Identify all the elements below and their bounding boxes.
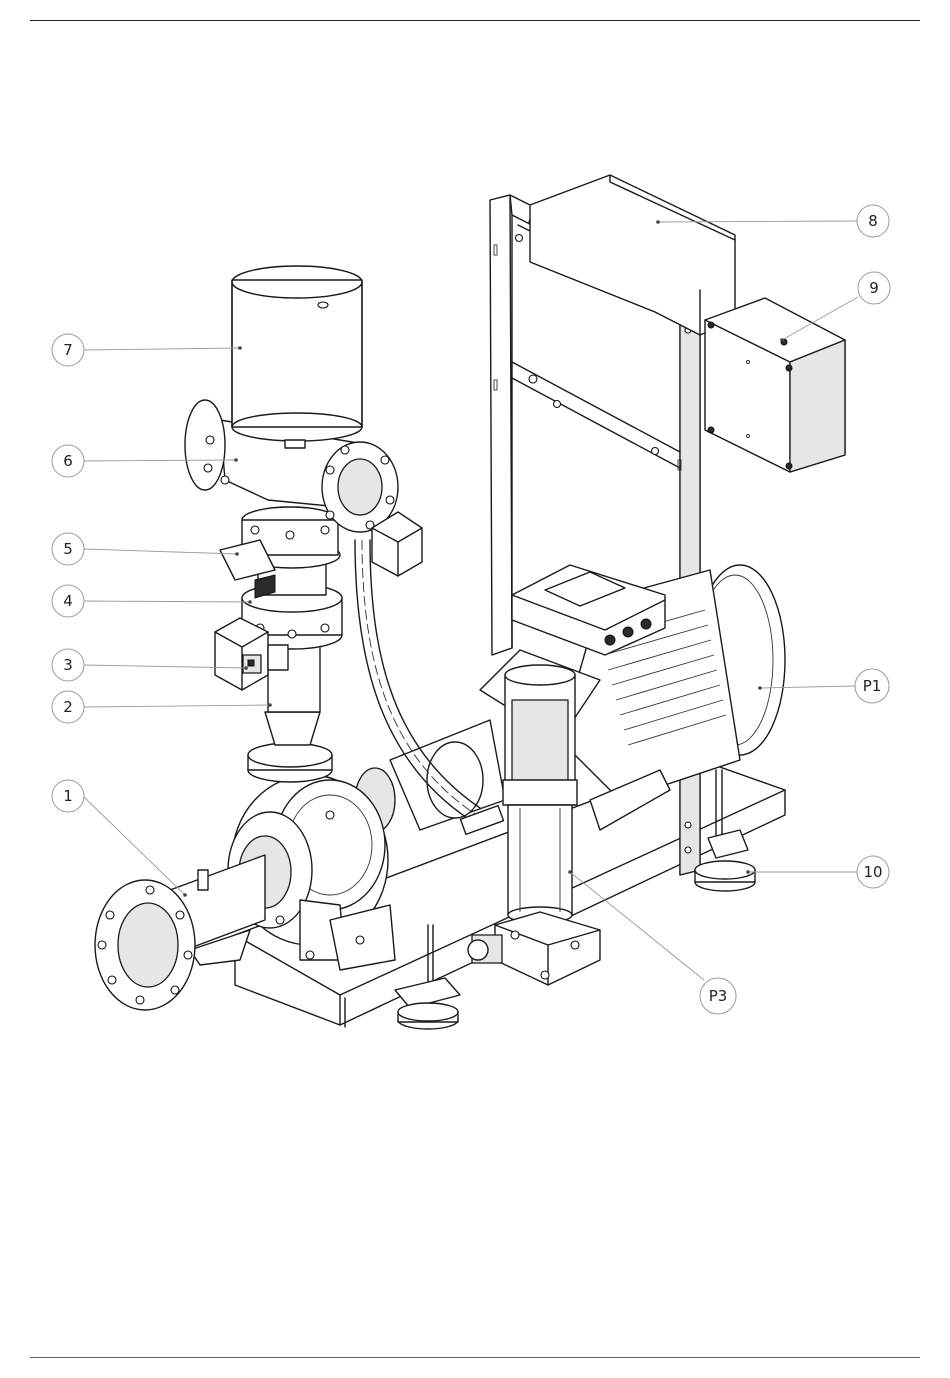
callout-6-label: 6	[63, 452, 73, 470]
callout-8: 8	[857, 205, 889, 237]
pressure-vessel	[232, 266, 362, 448]
callout-5-label: 5	[63, 540, 73, 558]
callout-7: 7	[52, 334, 84, 366]
callout-9: 9	[858, 272, 890, 304]
control-cabinet	[530, 175, 735, 335]
callout-5: 5	[52, 533, 84, 565]
callout-p1-label: P1	[863, 677, 882, 695]
callout-p1: P1	[855, 669, 889, 703]
callout-1: 1	[52, 780, 84, 812]
callout-9-label: 9	[869, 279, 879, 297]
junction-box	[705, 298, 845, 472]
callout-1-label: 1	[63, 787, 73, 805]
callout-7-label: 7	[63, 341, 73, 359]
discharge-column	[185, 400, 398, 782]
callout-10: 10	[857, 856, 889, 888]
callout-10-label: 10	[863, 863, 882, 881]
callout-2-label: 2	[63, 698, 73, 716]
callout-4-label: 4	[63, 592, 73, 610]
callout-p3: P3	[700, 978, 736, 1014]
callout-p3-label: P3	[709, 987, 728, 1005]
callout-2: 2	[52, 691, 84, 723]
callout-6: 6	[52, 445, 84, 477]
callout-4: 4	[52, 585, 84, 617]
callout-3-label: 3	[63, 656, 73, 674]
callout-3: 3	[52, 649, 84, 681]
callout-8-label: 8	[868, 212, 878, 230]
